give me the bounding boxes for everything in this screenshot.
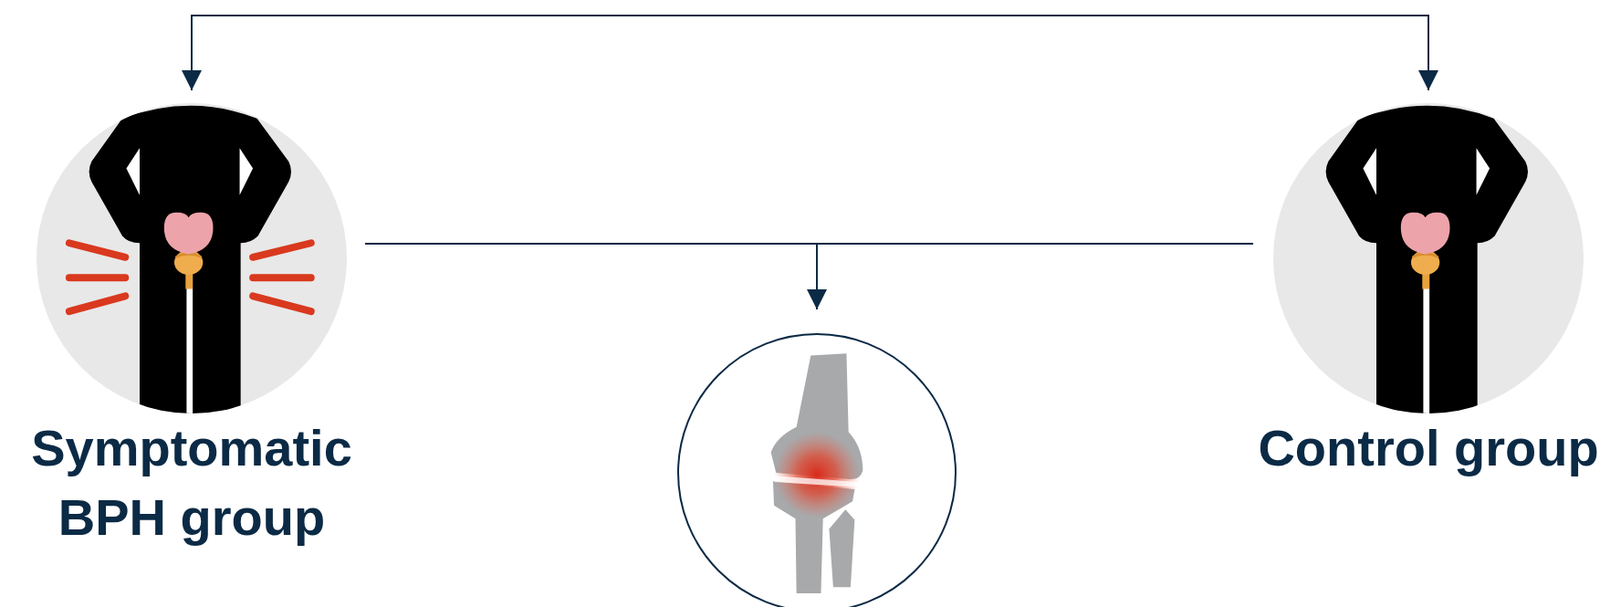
bladder-shape [164,212,214,255]
symptom-stroke [69,295,126,312]
person-figure [89,105,292,437]
group-node: Control group [1273,103,1584,414]
person-figure [1326,105,1528,437]
symptom-stroke [69,242,126,258]
connector-arrow [191,15,1429,91]
group-label: Control group [1227,413,1600,483]
arm-gap [240,147,254,195]
symptom-stroke [252,242,312,258]
arm-gap [1476,147,1491,195]
knee-joint-icon [771,353,864,594]
knee-circle [678,334,956,607]
symptom-stroke [252,295,312,312]
group-node: Symptomatic BPH group [36,103,347,414]
pain-glow [773,431,860,518]
node-shape [36,103,347,414]
fibula-bone [828,509,855,587]
arm-gap [125,147,140,195]
branch-arrow [815,243,818,310]
symptom-stroke [252,273,312,282]
leg-gap [186,272,193,437]
group-label: Symptomatic BPH group [0,413,393,553]
bladder-shape [1401,212,1451,255]
node-shape [1273,103,1584,414]
symptom-stroke [69,273,126,282]
leg-gap [1422,272,1430,437]
joint-gap [773,475,858,487]
arm-gap [1362,147,1377,195]
branch-line [365,242,1254,245]
symptom-marks [69,242,312,312]
